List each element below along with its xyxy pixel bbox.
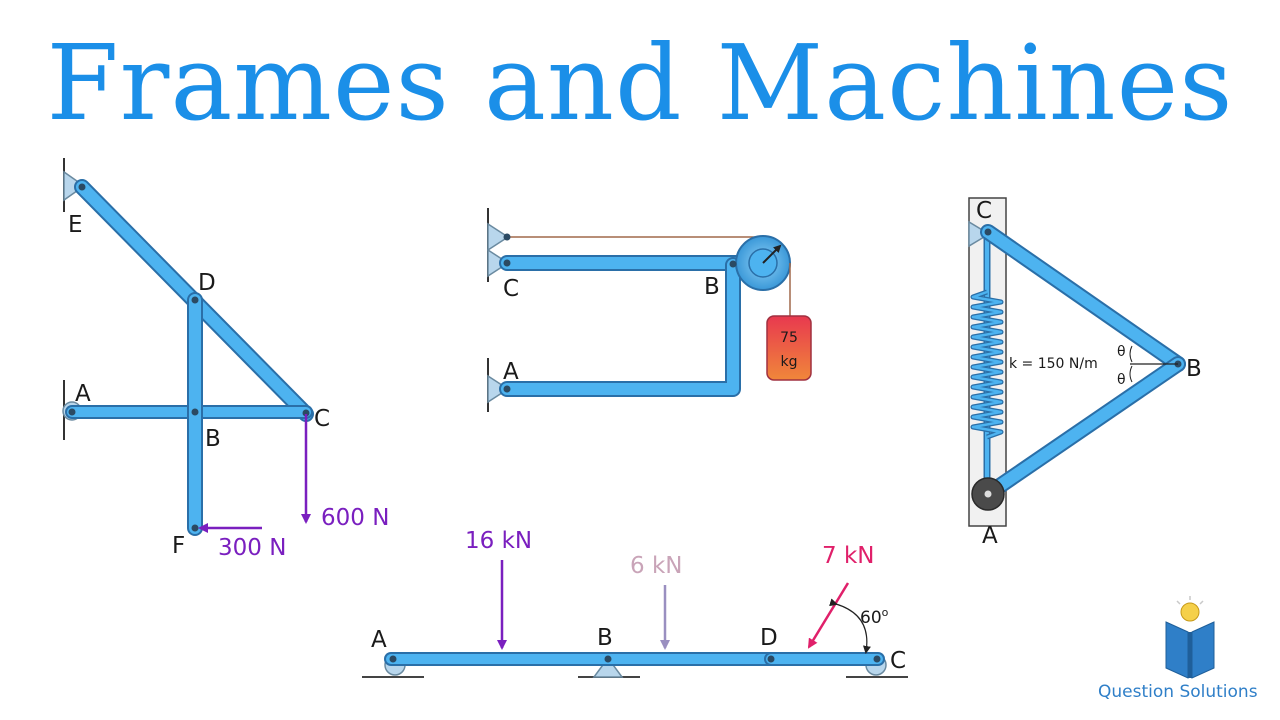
- mass-unit: kg: [781, 354, 798, 370]
- frame-2: 75 kg C B A: [487, 208, 812, 412]
- label-d: D: [198, 270, 216, 296]
- load-16kn-label: 16 kN: [465, 528, 532, 554]
- angle-arc-upper: [1129, 345, 1133, 363]
- label-c3: C: [976, 198, 992, 224]
- spring-fill: [971, 290, 1003, 439]
- member-ba: [501, 259, 739, 395]
- label-e: E: [68, 212, 83, 238]
- lightbulb-icon: [1180, 602, 1200, 622]
- label-a3: A: [982, 523, 998, 549]
- pin-e: [78, 183, 86, 191]
- pin-beam-b: [604, 655, 612, 663]
- pin-c3: [984, 228, 992, 236]
- angle-60-degree: o: [882, 606, 889, 619]
- label-c: C: [314, 406, 330, 432]
- pin-a: [68, 408, 76, 416]
- pin-d: [191, 296, 199, 304]
- book-left-page: [1165, 621, 1189, 679]
- load-7kn-arrow: [807, 582, 850, 649]
- angle-arc-60: [829, 598, 871, 654]
- angle-60-label: 60o: [860, 606, 889, 628]
- label-beam-b: B: [597, 625, 613, 651]
- pin-a3: [984, 490, 992, 498]
- pin-beam-d: [767, 655, 775, 663]
- pin-beam-a: [389, 655, 397, 663]
- pin-a2: [503, 385, 511, 393]
- load-300n-label: 300 N: [218, 535, 286, 561]
- pin-support-b: [592, 656, 624, 678]
- pin-c2: [503, 259, 511, 267]
- mass-block: [766, 315, 812, 381]
- pin-beam-c: [873, 655, 881, 663]
- load-600n-label: 600 N: [321, 505, 389, 531]
- pin-f: [191, 524, 199, 532]
- label-a2: A: [503, 359, 519, 385]
- label-b: B: [205, 426, 221, 452]
- brand-name: Question Solutions: [1098, 682, 1258, 702]
- frame-3: C B A k = 150 N/m θ θ: [968, 197, 1202, 549]
- pin-support-c3: [968, 220, 991, 248]
- book-right-page: [1191, 621, 1215, 679]
- angle-arc-lower: [1129, 365, 1133, 383]
- angle-60-value: 60: [860, 608, 882, 628]
- label-beam-c: C: [890, 648, 906, 674]
- book-lightbulb-logo: [1165, 596, 1215, 679]
- member-ab3: [982, 358, 1184, 500]
- angle-label-upper: θ: [1117, 344, 1126, 360]
- label-f: F: [172, 533, 185, 559]
- frame-1: E D A B C F 600 N 300 N: [62, 158, 389, 561]
- label-a: A: [75, 381, 91, 407]
- pin-support-e: [63, 170, 86, 202]
- pin-c: [302, 409, 310, 417]
- page-title: Frames and Machines: [46, 22, 1234, 144]
- pin-b2: [729, 260, 737, 268]
- angle-label-lower: θ: [1117, 372, 1126, 388]
- pin-cable-end: [503, 233, 511, 241]
- label-b2: B: [704, 274, 720, 300]
- load-6kn-label: 6 kN: [630, 553, 682, 579]
- pin-support-c: [487, 248, 510, 278]
- pulley-radius-arrow: [762, 244, 782, 264]
- label-b3: B: [1186, 356, 1202, 382]
- pin-support-cable: [487, 222, 510, 252]
- pin-b: [191, 408, 199, 416]
- member-cb3: [982, 226, 1184, 370]
- mass-value: 75: [780, 330, 798, 346]
- label-beam-d: D: [760, 625, 778, 651]
- spring-constant-label: k = 150 N/m: [1009, 356, 1098, 372]
- member-ba-outline: [499, 257, 741, 397]
- beam-system: A B D C 16 kN 6 kN 7 kN 60o: [362, 528, 908, 678]
- pin-support-a2: [487, 374, 510, 404]
- load-7kn-label: 7 kN: [822, 543, 874, 569]
- label-c2: C: [503, 276, 519, 302]
- label-beam-a: A: [371, 627, 387, 653]
